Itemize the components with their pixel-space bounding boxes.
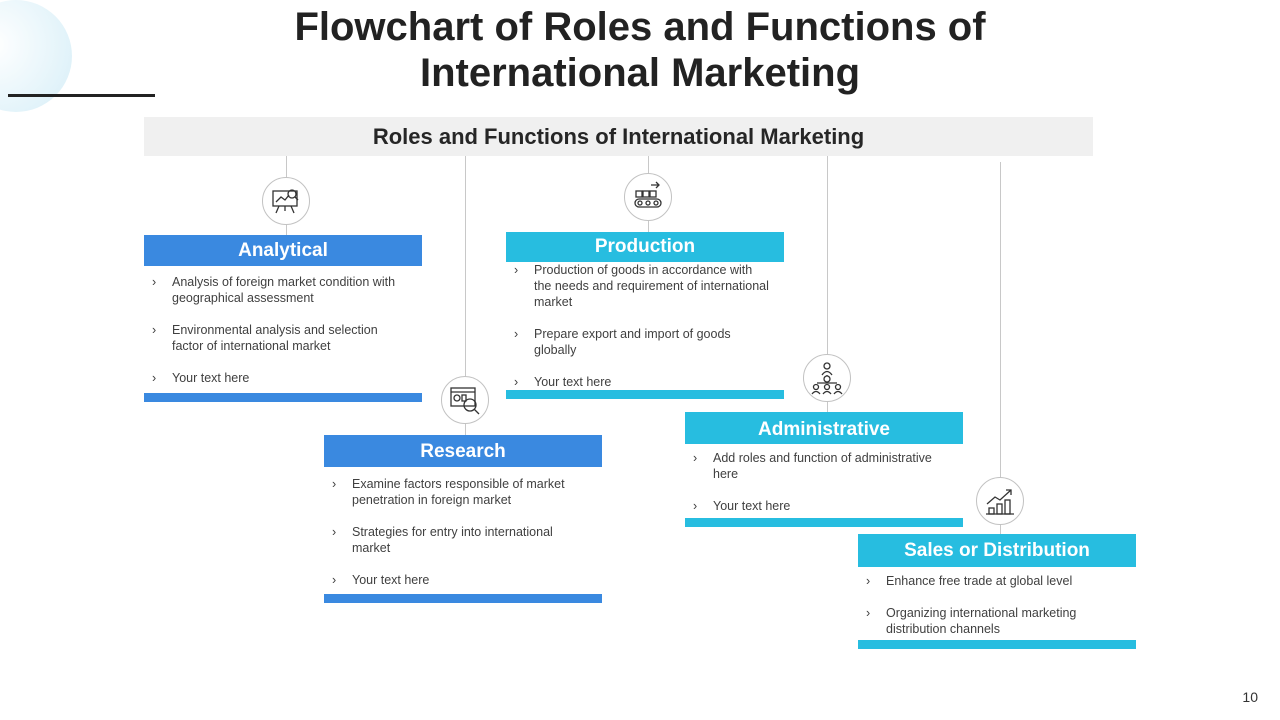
list-item: Strategies for entry into international … — [324, 524, 602, 556]
card-list-administrative: Add roles and function of administrative… — [685, 450, 963, 530]
card-bottom-bar — [144, 393, 422, 402]
card-title-production: Production — [506, 232, 784, 262]
list-item: Your text here — [506, 374, 784, 390]
card-analytical: Analytical Analysis of foreign market co… — [144, 235, 422, 402]
list-item: Analysis of foreign market condition wit… — [144, 274, 422, 306]
list-item: Your text here — [144, 370, 422, 386]
page-title: Flowchart of Roles and Functions of Inte… — [200, 4, 1080, 96]
page-title-line-2: International Marketing — [419, 51, 861, 95]
card-list-analytical: Analysis of foreign market condition wit… — [144, 274, 422, 402]
card-title-analytical: Analytical — [144, 235, 422, 266]
list-item: Add roles and function of administrative… — [685, 450, 963, 482]
card-bottom-bar — [324, 594, 602, 603]
connector-line-administrative — [827, 156, 828, 412]
growth-chart-icon — [976, 477, 1024, 525]
list-item: Environmental analysis and selection fac… — [144, 322, 422, 354]
card-bottom-bar — [685, 518, 963, 527]
card-production: Production Production of goods in accord… — [506, 232, 784, 399]
decorative-underline — [8, 94, 155, 97]
conveyor-belt-icon — [624, 173, 672, 221]
card-bottom-bar — [858, 640, 1136, 649]
card-title-sales-distribution: Sales or Distribution — [858, 534, 1136, 567]
page-title-line-1: Flowchart of Roles and Functions of — [294, 5, 986, 49]
connector-line-sales — [1000, 162, 1001, 534]
card-sales-distribution: Sales or Distribution Enhance free trade… — [858, 534, 1136, 649]
card-list-production: Production of goods in accordance with t… — [506, 262, 784, 406]
card-list-sales-distribution: Enhance free trade at global level Organ… — [858, 573, 1136, 653]
presentation-chart-icon — [262, 177, 310, 225]
card-research: Research Examine factors responsible of … — [324, 435, 602, 603]
page-number: 10 — [1242, 689, 1258, 705]
section-banner: Roles and Functions of International Mar… — [144, 117, 1093, 156]
card-administrative: Administrative Add roles and function of… — [685, 412, 963, 527]
team-hierarchy-icon — [803, 354, 851, 402]
research-dashboard-icon — [441, 376, 489, 424]
list-item: Enhance free trade at global level — [858, 573, 1136, 589]
list-item: Prepare export and import of goods globa… — [506, 326, 784, 358]
card-list-research: Examine factors responsible of market pe… — [324, 476, 602, 604]
list-item: Your text here — [685, 498, 963, 514]
list-item: Examine factors responsible of market pe… — [324, 476, 602, 508]
connector-line-research — [465, 156, 466, 436]
list-item: Organizing international marketing distr… — [858, 605, 1136, 637]
card-title-research: Research — [324, 435, 602, 467]
list-item: Production of goods in accordance with t… — [506, 262, 784, 310]
card-title-administrative: Administrative — [685, 412, 963, 444]
card-bottom-bar — [506, 390, 784, 399]
list-item: Your text here — [324, 572, 602, 588]
